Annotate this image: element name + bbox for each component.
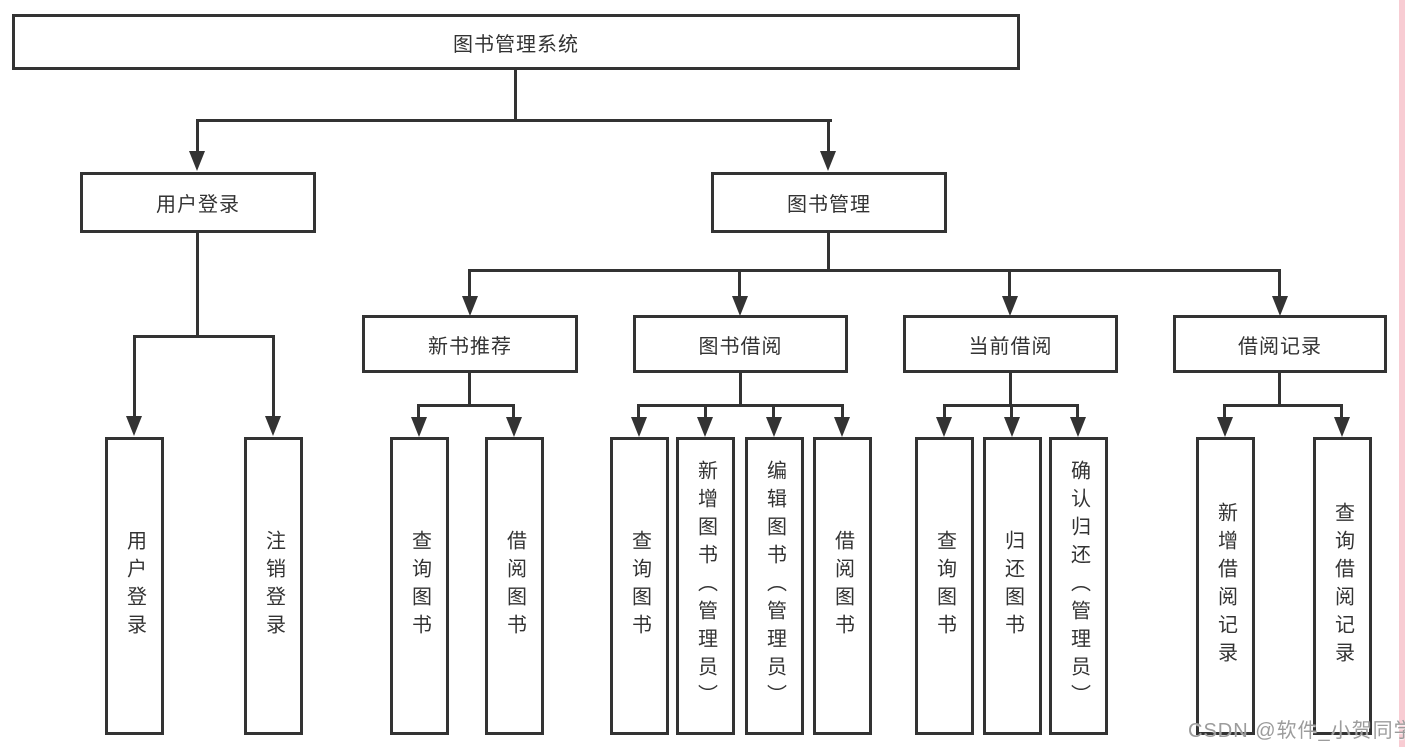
node-label: 用户登录: [156, 194, 240, 216]
arrow-down-icon: [1004, 417, 1020, 437]
connector-user-login-stem: [196, 233, 199, 336]
node-label: 新书推荐: [428, 335, 512, 358]
arrow-down-icon: [265, 416, 281, 436]
leaf-node-edit-books-admin: 编辑图书（管理员）: [745, 437, 804, 735]
arrow-down-icon: [1002, 296, 1018, 316]
node-label: 图书管理系统: [453, 33, 579, 56]
connector-drop-user-login: [196, 119, 199, 153]
right-edge-pink-strip: [1399, 0, 1405, 747]
leaf-node-user-login: 用户登录: [105, 437, 164, 735]
node-label: 借阅记录: [1238, 335, 1322, 358]
leaf-node-return-books: 归还图书: [983, 437, 1042, 735]
connector-drop-book-management: [827, 119, 830, 153]
node-current-borrow: 当前借阅: [903, 315, 1118, 373]
connector-drop: [1010, 404, 1013, 420]
connector-drop-new-book: [468, 269, 471, 298]
connector-drop: [772, 404, 775, 420]
leaf-node-query-books: 查询图书: [610, 437, 669, 735]
connector-stem: [739, 373, 742, 406]
leaf-node-confirm-return-admin: 确认归还（管理员）: [1049, 437, 1108, 735]
leaf-node-borrow-books: 借阅图书: [813, 437, 872, 735]
arrow-down-icon: [834, 417, 850, 437]
node-label: 图书借阅: [698, 335, 783, 358]
connector-drop-login: [133, 335, 136, 418]
leaf-node-query-books: 查询图书: [915, 437, 974, 735]
connector-drop: [1223, 404, 1226, 420]
arrow-down-icon: [126, 416, 142, 436]
arrow-down-icon: [766, 417, 782, 437]
leaf-node-logout: 注销登录: [244, 437, 303, 735]
arrow-down-icon: [1272, 296, 1288, 316]
connector-drop: [637, 404, 640, 420]
connector-drop-borrow-records: [1278, 269, 1281, 298]
connector-root-stem: [514, 70, 517, 120]
connector-drop: [1076, 404, 1079, 420]
connector-drop-current-borrow: [1008, 269, 1011, 298]
connector-stem: [1278, 373, 1281, 406]
arrow-down-icon: [506, 417, 522, 437]
arrow-down-icon: [411, 417, 427, 437]
arrow-down-icon: [462, 296, 478, 316]
connector-stem: [1009, 373, 1012, 406]
node-new-book-recommend: 新书推荐: [362, 315, 578, 373]
node-user-login: 用户登录: [80, 172, 316, 233]
connector-drop: [417, 404, 420, 420]
node-label: 当前借阅: [968, 335, 1053, 358]
leaf-node-query-books: 查询图书: [390, 437, 449, 735]
node-library-management-system: 图书管理系统: [12, 14, 1020, 70]
node-borrow-records: 借阅记录: [1173, 315, 1387, 373]
connector-bar: [637, 404, 844, 407]
connector-user-login-bar: [133, 335, 274, 338]
arrow-down-icon: [1334, 417, 1350, 437]
connector-bar: [1223, 404, 1343, 407]
arrow-down-icon: [732, 296, 748, 316]
connector-drop-logout: [272, 335, 275, 418]
node-label: 图书管理: [787, 194, 871, 216]
arrow-down-icon: [936, 417, 952, 437]
connector-level3-bar: [468, 269, 1281, 272]
arrow-down-icon: [1217, 417, 1233, 437]
node-book-borrow: 图书借阅: [633, 315, 848, 373]
connector-drop: [841, 404, 844, 420]
arrow-down-icon: [697, 417, 713, 437]
connector-stem: [468, 373, 471, 406]
leaf-node-add-borrow-record: 新增借阅记录: [1196, 437, 1255, 735]
connector-drop-book-borrow: [738, 269, 741, 298]
arrow-down-icon: [189, 151, 205, 171]
arrow-down-icon: [1070, 417, 1086, 437]
connector-drop: [512, 404, 515, 420]
connector-bar: [417, 404, 515, 407]
connector-drop: [704, 404, 707, 420]
leaf-node-borrow-books: 借阅图书: [485, 437, 544, 735]
leaf-node-query-borrow-record: 查询借阅记录: [1313, 437, 1372, 735]
connector-level1-bar: [196, 119, 832, 122]
node-book-management: 图书管理: [711, 172, 947, 233]
connector-book-mgmt-stem: [827, 233, 830, 271]
leaf-node-add-books-admin: 新增图书（管理员）: [676, 437, 735, 735]
arrow-down-icon: [820, 151, 836, 171]
connector-drop: [943, 404, 946, 420]
csdn-watermark: CSDN @软件_小贺同学: [1188, 720, 1405, 742]
connector-drop: [1340, 404, 1343, 420]
arrow-down-icon: [631, 417, 647, 437]
